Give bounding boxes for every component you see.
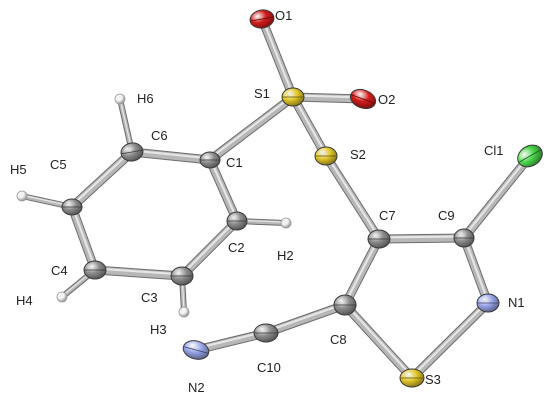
bond-S3-C8 (340, 300, 417, 383)
atom-c6 (120, 142, 144, 162)
atom-cl1 (517, 144, 543, 168)
label-c4: C4 (51, 263, 68, 278)
bond-C4-C5 (67, 202, 100, 275)
bond-C8-C7 (340, 234, 384, 310)
bond-N1-S3 (407, 298, 493, 383)
bond-S1-O1 (257, 14, 298, 102)
label-c5: C5 (50, 157, 67, 172)
atom-s1 (281, 87, 305, 107)
label-h5: H5 (10, 162, 27, 177)
bond-C9-N1 (459, 233, 493, 308)
atom-c8 (333, 294, 357, 316)
atom-c3 (170, 266, 194, 286)
bond-C7-C9 (374, 233, 469, 244)
atom-n1 (476, 293, 500, 313)
label-s2: S2 (350, 147, 366, 162)
atoms-layer (16, 9, 543, 388)
bonds-layer (19, 14, 535, 383)
label-c10: C10 (257, 360, 281, 375)
label-cl1: Cl1 (484, 143, 504, 158)
label-h6: H6 (137, 91, 154, 106)
label-h4: H4 (16, 293, 33, 308)
atom-o1 (249, 9, 275, 29)
bond-C5-C6 (67, 147, 137, 212)
atom-h3 (178, 306, 190, 318)
atom-h5 (16, 190, 28, 202)
atom-s2 (314, 146, 338, 166)
bond-C6-C1 (127, 147, 215, 165)
atom-c1 (199, 151, 221, 169)
atom-n2 (182, 340, 210, 360)
bond-S1-C1 (205, 92, 298, 165)
label-s1: S1 (254, 86, 270, 101)
label-n1: N1 (508, 295, 525, 310)
atom-c4 (83, 260, 107, 280)
label-o2: O2 (378, 92, 395, 107)
bond-C9-Cl1 (459, 151, 535, 243)
label-c7: C7 (379, 208, 396, 223)
bond-S2-C7 (321, 151, 384, 244)
atom-h6 (114, 93, 126, 105)
label-c9: C9 (438, 208, 455, 223)
label-c1: C1 (226, 155, 243, 170)
label-n2: N2 (188, 380, 205, 395)
atom-s3 (399, 368, 425, 388)
label-h3: H3 (150, 322, 167, 337)
label-c8: C8 (330, 332, 347, 347)
atom-c9 (453, 228, 475, 248)
atom-c2 (226, 211, 248, 231)
label-h2: H2 (277, 248, 294, 263)
label-o1: O1 (275, 8, 292, 23)
label-c2: C2 (228, 240, 245, 255)
atom-o2 (349, 88, 377, 110)
atom-h4 (56, 291, 68, 303)
bond-C8-C10 (261, 300, 350, 338)
bond-C1-C2 (205, 155, 242, 226)
bond-C2-C3 (177, 216, 242, 281)
bond-C3-C4 (90, 265, 187, 281)
atom-h2 (280, 217, 292, 229)
label-c6: C6 (151, 128, 168, 143)
atom-c7 (367, 229, 391, 249)
atom-c10 (253, 323, 279, 343)
atom-c5 (61, 198, 83, 216)
label-c3: C3 (141, 290, 158, 305)
label-s3: S3 (425, 372, 441, 387)
